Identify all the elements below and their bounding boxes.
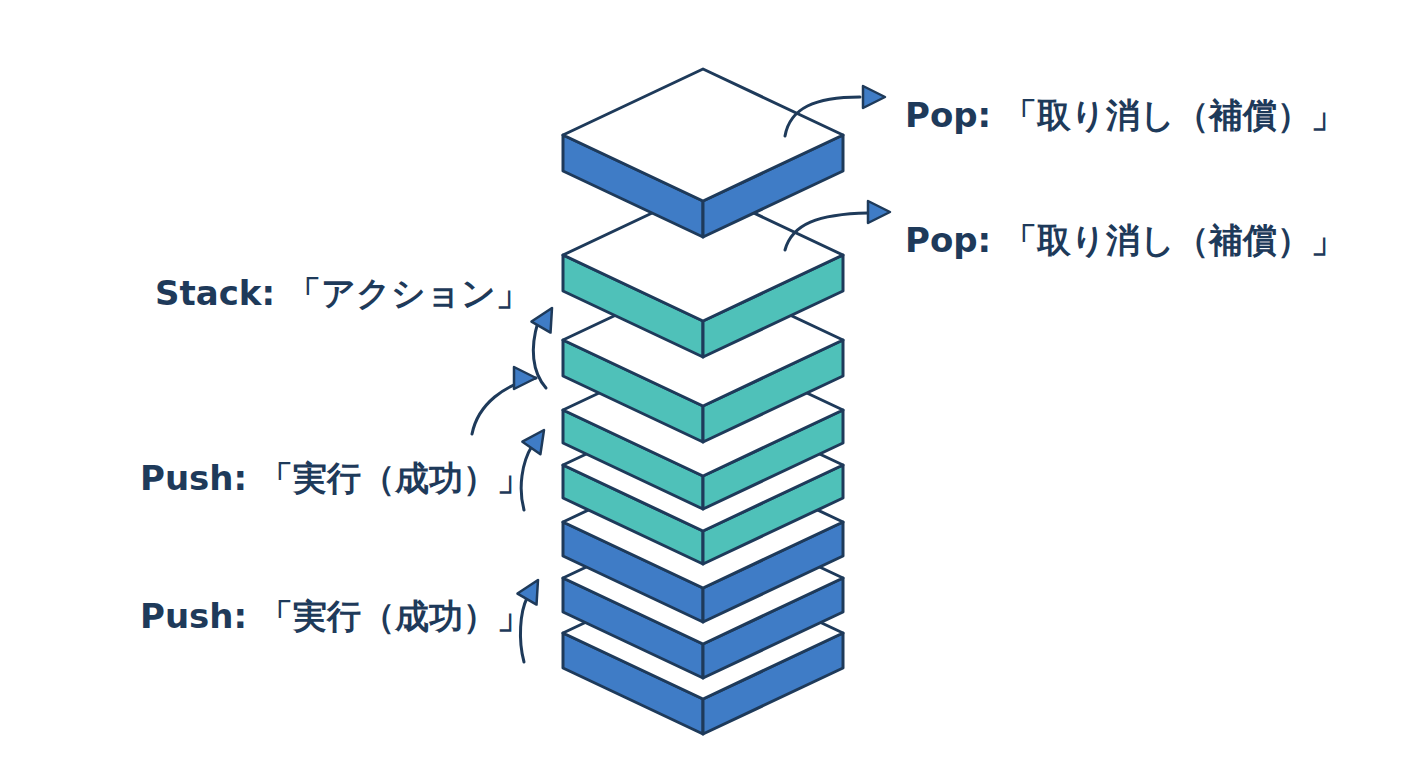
- arrow-head: [514, 367, 536, 389]
- stack-label: Push: 「実行（成功）」: [140, 596, 531, 637]
- curved-arrow: [785, 213, 868, 250]
- curved-arrow: [785, 97, 860, 136]
- stack-label: Pop: 「取り消し（補償）」: [905, 220, 1345, 261]
- arrow-head: [522, 430, 544, 454]
- curved-arrow: [472, 378, 536, 434]
- arrow-head: [531, 308, 552, 333]
- stack-label: Pop: 「取り消し（補償）」: [905, 95, 1345, 136]
- arrow-head: [868, 201, 890, 223]
- slab-top: [563, 69, 843, 201]
- stack-label: Push: 「実行（成功）」: [140, 458, 531, 499]
- stack-label: Stack: 「アクション」: [155, 273, 530, 314]
- arrow-head: [863, 86, 885, 108]
